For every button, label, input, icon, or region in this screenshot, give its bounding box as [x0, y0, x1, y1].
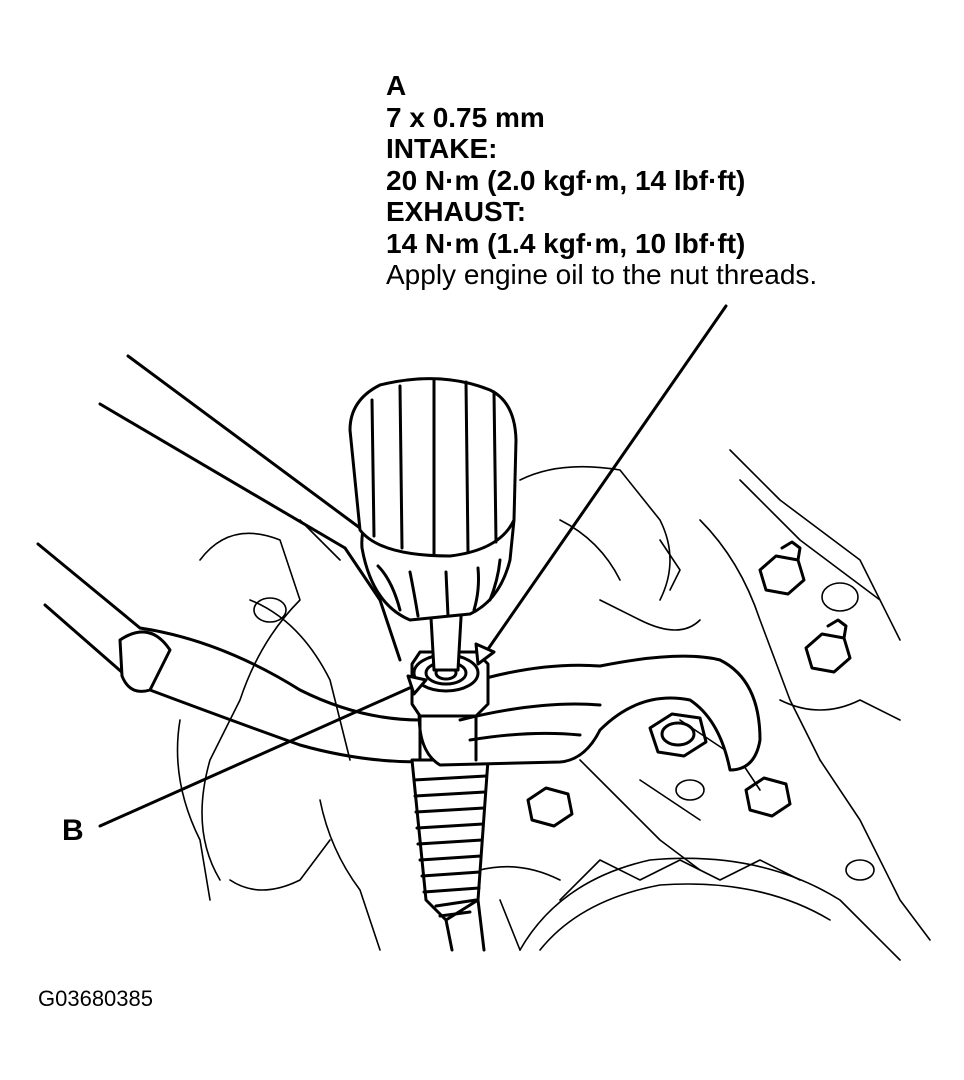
intake-label: INTAKE: [386, 133, 498, 164]
locknut-b [410, 650, 490, 762]
callout-a: A 7 x 0.75 mm INTAKE: 20 N·m (2.0 kgf·m,… [386, 70, 817, 291]
wrench-handle-lower [36, 542, 422, 764]
leader-arrow-b [406, 674, 428, 696]
leader-arrow-a [474, 642, 496, 666]
callout-a-thread: 7 x 0.75 mm [386, 101, 545, 133]
screwdriver-icon [348, 377, 518, 672]
intake-torque: 20 N·m (2.0 kgf·m, 14 lbf·ft) [386, 164, 746, 196]
callout-a-letter: A [386, 70, 407, 101]
leader-line-a [484, 304, 728, 654]
oil-note: Apply engine oil to the nut threads. [386, 259, 818, 290]
wrench-icon [98, 354, 402, 662]
figure-id: G03680385 [38, 986, 153, 1011]
adjusting-screw-icon [410, 758, 490, 952]
callout-b-letter: B [62, 814, 84, 847]
locknut-icon [526, 540, 852, 828]
exhaust-label: EXHAUST: [386, 196, 527, 227]
leader-line-b [98, 684, 416, 828]
exhaust-torque: 14 N·m (1.4 kgf·m, 10 lbf·ft) [386, 227, 746, 259]
